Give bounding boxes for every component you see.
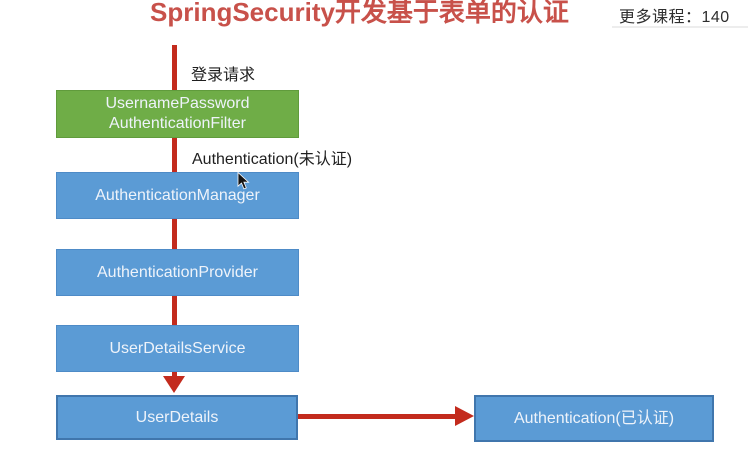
login-request-label: 登录请求 — [191, 67, 256, 84]
mouse-cursor-icon — [237, 172, 250, 190]
unauthenticated-label: Authentication(未认证) — [192, 151, 353, 168]
node-label-line1: UsernamePassword — [105, 95, 250, 112]
arrowhead-down-icon — [163, 376, 185, 393]
node-authentication-manager: AuthenticationManager — [56, 172, 299, 219]
node-user-details-service: UserDetailsService — [56, 325, 299, 372]
node-username-password-authentication-filter: UsernamePassword AuthenticationFilter — [56, 90, 299, 138]
node-label-line2: AuthenticationFilter — [109, 115, 246, 132]
header-divider — [612, 26, 748, 28]
node-authentication-authenticated: Authentication(已认证) — [474, 395, 714, 442]
node-authentication-provider: AuthenticationProvider — [56, 249, 299, 296]
node-label: Authentication(已认证) — [513, 409, 675, 427]
node-label: AuthenticationProvider — [97, 263, 258, 281]
node-label: AuthenticationManager — [95, 186, 260, 204]
node-label: UserDetails — [135, 408, 219, 426]
flow-line-horizontal — [298, 414, 456, 419]
more-courses-label: 更多课程：140 — [619, 9, 730, 26]
page-title: SpringSecurity开发基于表单的认证 — [150, 0, 569, 27]
arrowhead-right-icon — [455, 406, 474, 426]
node-user-details: UserDetails — [56, 395, 298, 440]
node-label: UserDetailsService — [109, 339, 246, 357]
